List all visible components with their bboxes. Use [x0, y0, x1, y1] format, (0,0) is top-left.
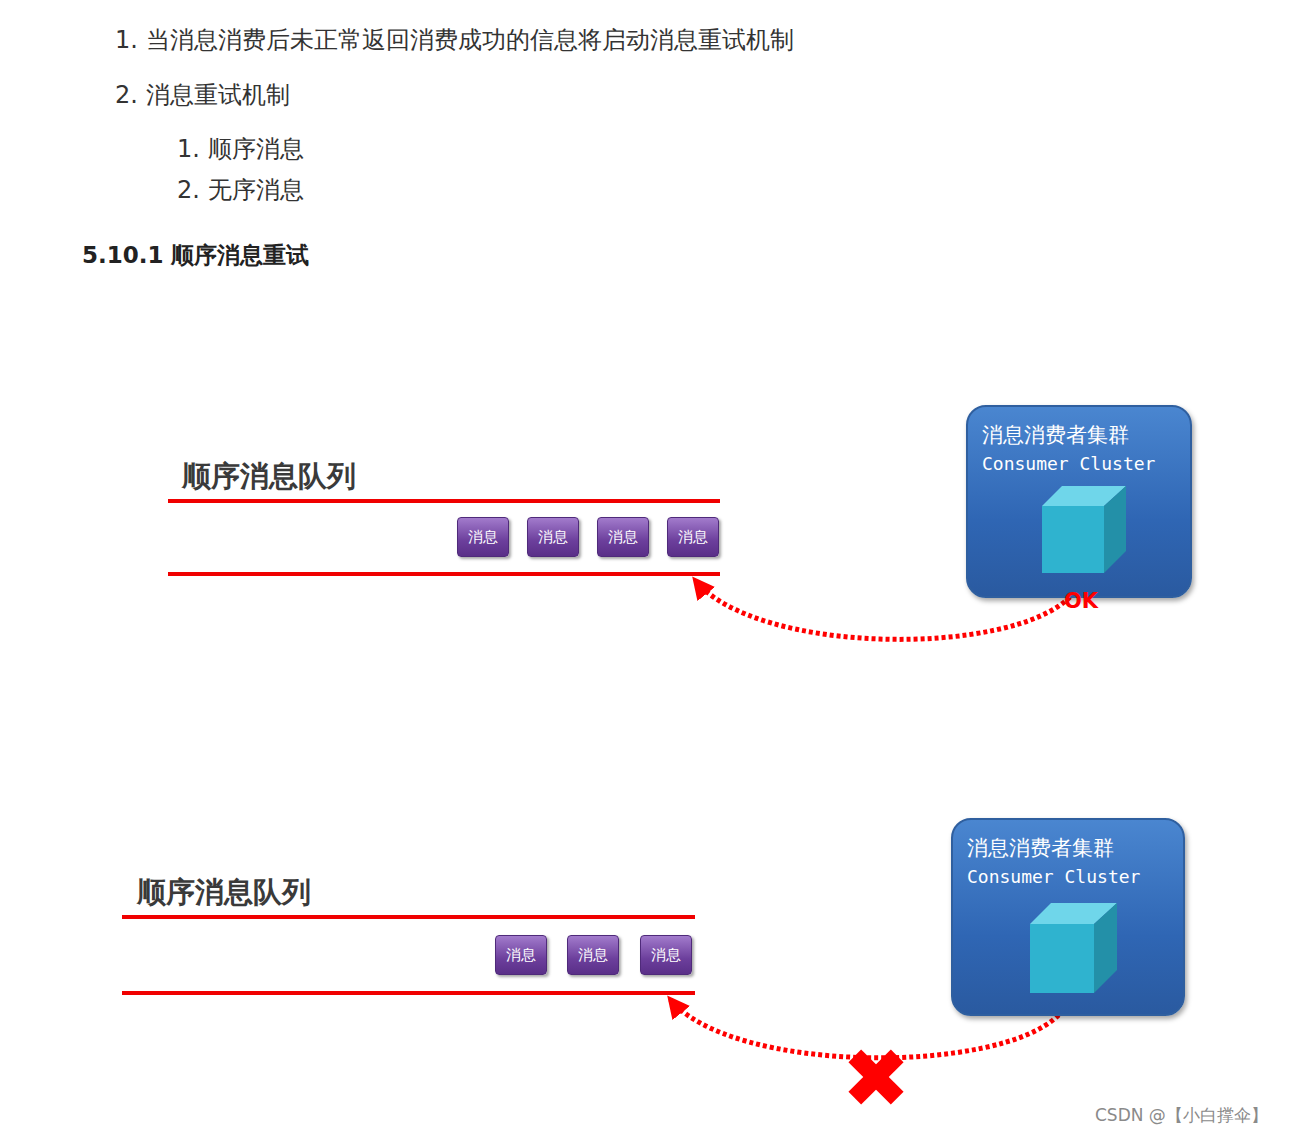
message-box: 消息: [527, 517, 579, 557]
message-text: 消息: [608, 528, 638, 547]
message-box: 消息: [457, 517, 509, 557]
queue-band: 顺序消息队列消息消息消息消息: [168, 499, 720, 576]
message-text: 消息: [468, 528, 498, 547]
fail-cross: [834, 1035, 919, 1120]
message-text: 消息: [578, 946, 608, 965]
consumer-cluster-box: 消息消费者集群 Consumer Cluster: [951, 818, 1185, 1016]
message-box: 消息: [667, 517, 719, 557]
list-item: 2. 无序消息: [177, 174, 304, 206]
message-box: 消息: [495, 935, 547, 975]
message-text: 消息: [678, 528, 708, 547]
list-item: 1. 当消息消费后未正常返回消费成功的信息将启动消息重试机制: [115, 24, 794, 56]
section-heading: 5.10.1 顺序消息重试: [82, 240, 310, 271]
list-item: 1. 顺序消息: [177, 133, 304, 165]
cluster-subtitle: Consumer Cluster: [982, 453, 1178, 474]
message-box: 消息: [567, 935, 619, 975]
watermark: CSDN @【小白撑伞】: [1095, 1104, 1268, 1127]
cluster-title: 消息消费者集群: [967, 834, 1171, 862]
edge-label: OK: [1064, 591, 1098, 612]
message-box: 消息: [597, 517, 649, 557]
message-box: 消息: [640, 935, 692, 975]
cube-icon: [1030, 903, 1117, 993]
queue-title: 顺序消息队列: [137, 873, 311, 913]
message-text: 消息: [651, 946, 681, 965]
consumer-cluster-box: 消息消费者集群 Consumer Cluster: [966, 405, 1192, 598]
queue-title: 顺序消息队列: [182, 457, 356, 497]
message-text: 消息: [506, 946, 536, 965]
queue-band: 顺序消息队列消息消息消息: [122, 915, 695, 995]
cube-icon: [1042, 486, 1126, 573]
cluster-title: 消息消费者集群: [982, 421, 1178, 449]
message-text: 消息: [538, 528, 568, 547]
cluster-subtitle: Consumer Cluster: [967, 866, 1171, 887]
list-item: 2. 消息重试机制: [115, 79, 290, 111]
